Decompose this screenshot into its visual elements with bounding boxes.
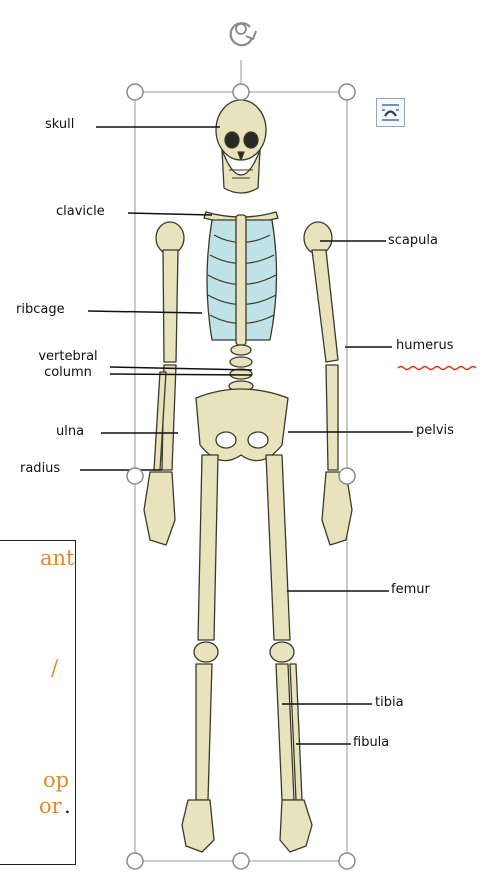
label-tibia: tibia (375, 696, 404, 710)
resize-handle-top-left[interactable] (127, 84, 143, 100)
left-shoulder (156, 222, 184, 254)
right-forearm (326, 365, 338, 470)
resize-handle-top[interactable] (233, 84, 249, 100)
resize-handle-left[interactable] (127, 468, 143, 484)
text-fragment-3: op (43, 769, 69, 791)
humerus-bone (312, 250, 338, 362)
label-fibula: fibula (353, 736, 389, 750)
right-foot (280, 800, 312, 852)
label-ulna: ulna (56, 425, 84, 439)
resize-handle-right[interactable] (339, 468, 355, 484)
spellcheck-squiggle (398, 367, 476, 370)
rotate-handle-icon[interactable] (231, 23, 256, 45)
label-femur: femur (391, 583, 430, 597)
label-vertebral-column-line2: column (28, 366, 108, 380)
left-humerus (163, 250, 178, 362)
left-tibia (196, 664, 212, 800)
label-humerus: humerus (396, 339, 454, 353)
label-skull: skull (45, 118, 74, 132)
scapula-bone (304, 222, 332, 254)
layout-options-icon[interactable] (376, 98, 405, 127)
resize-handle-top-right[interactable] (339, 84, 355, 100)
label-vertebral-column-line1: vertebral (28, 350, 108, 364)
text-fragment-2: / (51, 657, 58, 679)
text-box[interactable]: ant / op or . (0, 540, 76, 865)
resize-handle-bottom-left[interactable] (127, 853, 143, 869)
label-scapula: scapula (388, 234, 438, 248)
text-fragment-5: . (64, 795, 71, 817)
skull-bone (216, 100, 266, 193)
pelvis-bone (196, 389, 288, 461)
text-fragment-1: ant (40, 547, 74, 569)
label-pelvis: pelvis (416, 424, 454, 438)
text-fragment-4: or (39, 795, 62, 817)
layout-glyph (377, 99, 404, 126)
skeleton-image[interactable] (144, 100, 352, 852)
left-foot (182, 800, 214, 852)
left-knee (194, 642, 218, 662)
femur-bone (266, 455, 290, 640)
label-clavicle: clavicle (56, 205, 105, 219)
resize-handle-bottom[interactable] (233, 853, 249, 869)
right-knee (270, 642, 294, 662)
left-hand (144, 472, 175, 545)
label-ribcage: ribcage (16, 303, 65, 317)
resize-handle-bottom-right[interactable] (339, 853, 355, 869)
label-radius: radius (20, 462, 60, 476)
left-femur (198, 455, 218, 640)
